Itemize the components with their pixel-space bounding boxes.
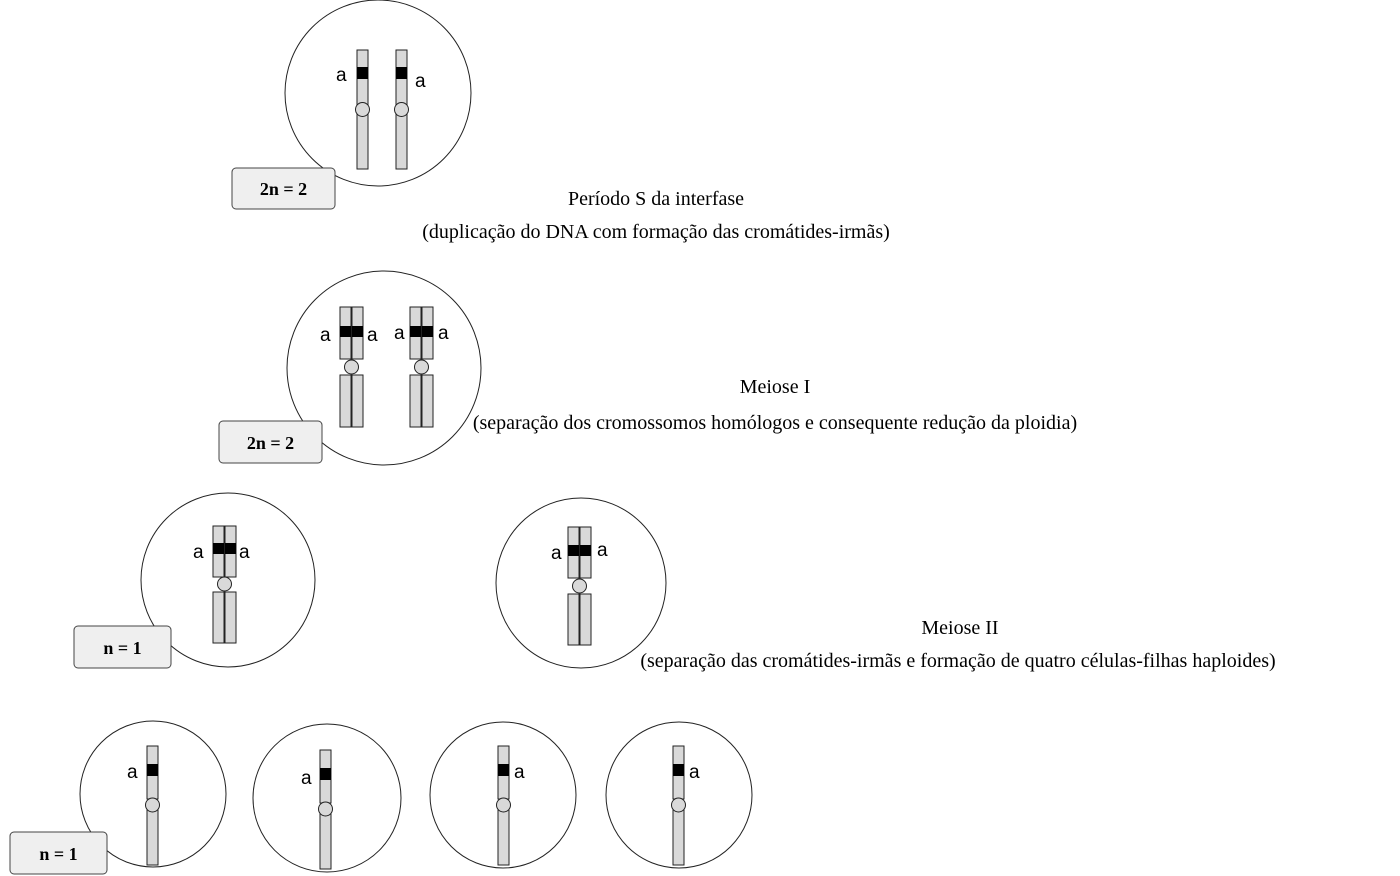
chromosome-single xyxy=(496,745,511,866)
allele-label: a xyxy=(689,762,700,783)
centromere xyxy=(344,359,359,375)
allele-label: a xyxy=(367,325,378,346)
centromere xyxy=(572,578,587,594)
allele-label: a xyxy=(394,323,405,344)
allele-label: a xyxy=(415,71,426,92)
cell-row3-right: a a xyxy=(495,497,667,669)
centromere xyxy=(496,797,511,813)
allele-label: a xyxy=(193,542,204,563)
ploidy-badge: n = 1 xyxy=(9,831,108,875)
stage-caption-description: (separação das cromátides-irmãs e formaç… xyxy=(640,650,1275,672)
chromosome-duplicated xyxy=(567,526,592,646)
centromere xyxy=(217,576,232,592)
allele-label: a xyxy=(597,540,608,561)
chromosome-single xyxy=(394,49,409,170)
centromere xyxy=(414,359,429,375)
allele-label: a xyxy=(514,762,525,783)
stage-caption-title: Meiose I xyxy=(740,376,811,398)
ploidy-badge: 2n = 2 xyxy=(231,167,336,210)
stage-caption-title: Meiose II xyxy=(921,617,998,639)
chromosome-single xyxy=(671,745,686,866)
chromosome-duplicated xyxy=(339,306,364,428)
cell-row4-4: a xyxy=(605,721,753,869)
allele-band xyxy=(396,67,407,79)
stage-caption-description: (duplicação do DNA com formação das crom… xyxy=(422,221,890,243)
cell-interphase xyxy=(284,0,472,187)
cell-row3-left: a a n = 1 xyxy=(73,492,316,669)
cell-row4-1: a n = 1 xyxy=(9,720,227,875)
centromere xyxy=(394,102,409,117)
ploidy-badge: n = 1 xyxy=(73,625,172,669)
ploidy-label: n = 1 xyxy=(103,638,141,658)
cell-row1: a a 2n = 2 xyxy=(231,0,472,210)
ploidy-badge: 2n = 2 xyxy=(218,420,323,464)
allele-label: a xyxy=(438,323,449,344)
centromere xyxy=(671,797,686,813)
allele-label: a xyxy=(336,65,347,86)
centromere xyxy=(145,797,160,813)
centromere xyxy=(355,102,370,117)
ploidy-label: n = 1 xyxy=(39,844,77,864)
chromosome-duplicated xyxy=(409,306,434,428)
ploidy-label: 2n = 2 xyxy=(260,179,307,199)
ploidy-label: 2n = 2 xyxy=(247,433,294,453)
chromosome-single xyxy=(355,49,370,170)
cell-row2: a a a a 2n = 2 xyxy=(218,270,482,466)
chromosome-single xyxy=(145,745,160,866)
stage-caption-title: Período S da interfase xyxy=(568,188,744,210)
chromosome-duplicated xyxy=(212,525,237,644)
allele-label: a xyxy=(320,325,331,346)
stage-caption-description: (separação dos cromossomos homólogos e c… xyxy=(473,412,1077,434)
cell-row4-3: a xyxy=(429,721,577,869)
allele-label: a xyxy=(551,543,562,564)
allele-label: a xyxy=(127,762,138,783)
allele-label: a xyxy=(239,542,250,563)
allele-band xyxy=(357,67,368,79)
allele-label: a xyxy=(301,768,312,789)
centromere xyxy=(318,801,333,817)
chromosome-single xyxy=(318,749,333,870)
cell-row4-2: a xyxy=(252,723,402,873)
